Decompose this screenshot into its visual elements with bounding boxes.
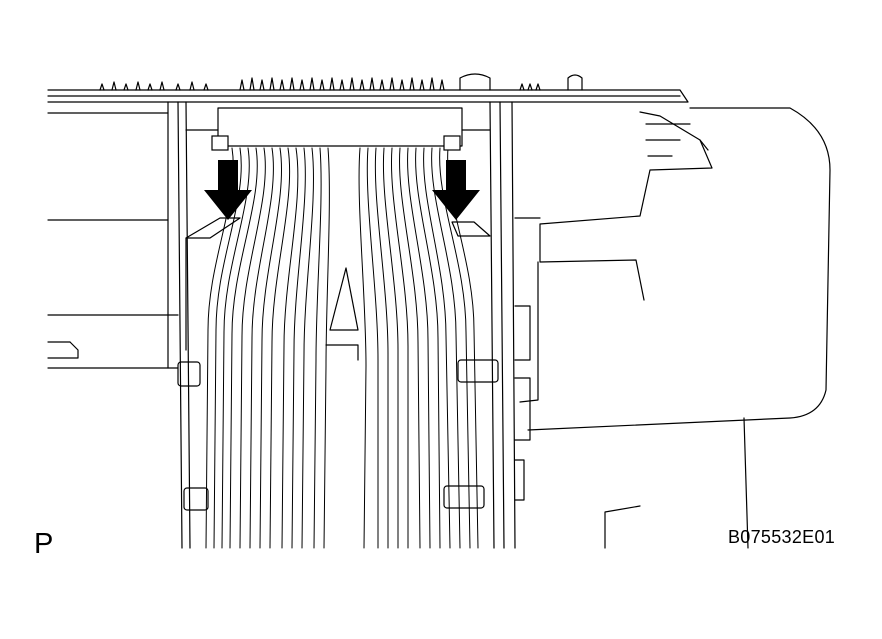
right-down-arrow-icon xyxy=(432,135,480,220)
cable-housing xyxy=(177,101,516,549)
ribbon-cable xyxy=(205,147,479,549)
figure-id: B075532E01 xyxy=(728,527,836,547)
right-unit xyxy=(514,107,831,549)
left-down-arrow-icon xyxy=(204,135,252,220)
section-label: P xyxy=(34,528,54,560)
left-frame xyxy=(47,101,179,369)
top-panel xyxy=(47,73,689,103)
